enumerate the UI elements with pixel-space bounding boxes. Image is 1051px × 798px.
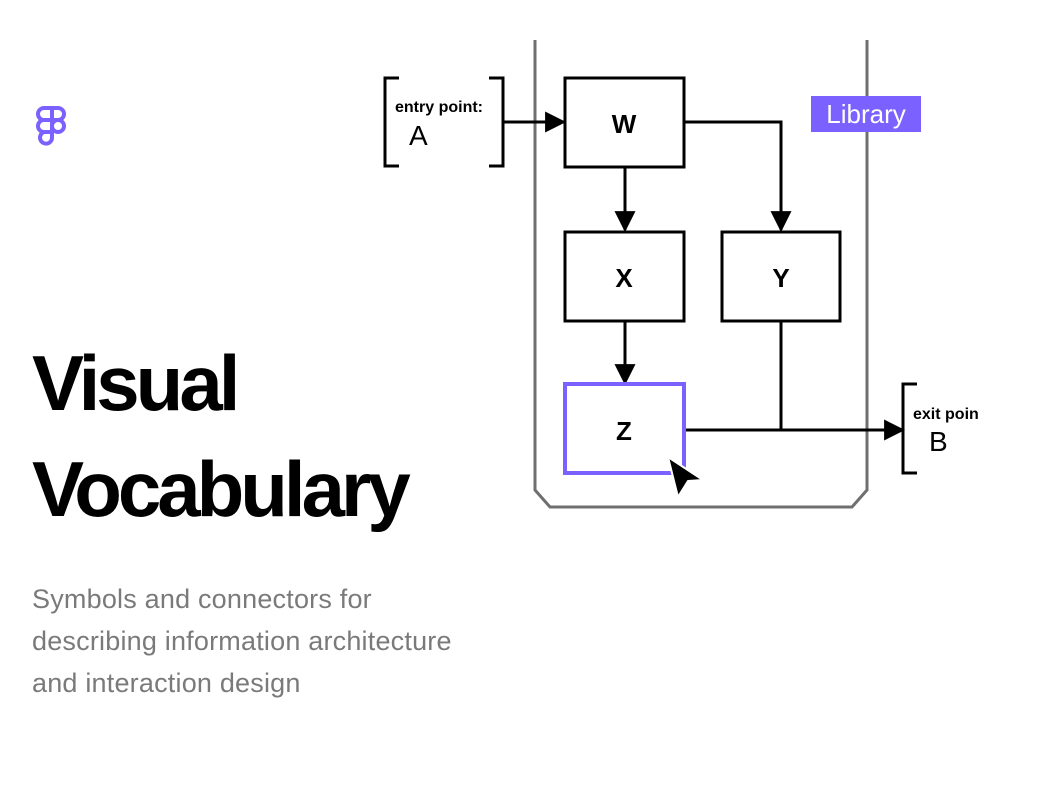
library-badge: Library [811,96,921,132]
entry-point-letter: A [409,120,428,151]
exit-point: exit poin B [901,382,979,475]
node-x-label: X [615,263,633,293]
exit-point-label: exit poin [913,406,979,423]
figma-logo-icon [36,106,66,146]
node-w[interactable]: W [563,76,686,169]
node-z-selected[interactable]: Z [563,382,686,475]
subtitle-line-1: Symbols and connectors for [32,584,372,614]
node-z-label: Z [616,416,632,446]
node-y[interactable]: Y [720,230,842,323]
page-subtitle: Symbols and connectors for describing in… [32,578,522,704]
node-w-label: W [612,109,637,139]
subtitle-line-3: and interaction design [32,668,301,698]
node-x[interactable]: X [563,230,686,323]
node-y-label: Y [772,263,789,293]
connector-w-to-y [684,120,792,233]
title-line-2: Vocabulary [32,445,411,533]
library-container [533,40,869,509]
connectors [503,111,906,441]
entry-point-label: entry point: [395,99,483,116]
title-line-1: Visual [32,339,240,427]
page-title: Visual Vocabulary [32,330,411,542]
pointer-cursor-icon [667,456,704,498]
entry-point: entry point: A [383,76,505,168]
subtitle-line-2: describing information architecture [32,626,452,656]
exit-point-letter: B [929,426,948,457]
library-badge-label: Library [826,99,905,129]
